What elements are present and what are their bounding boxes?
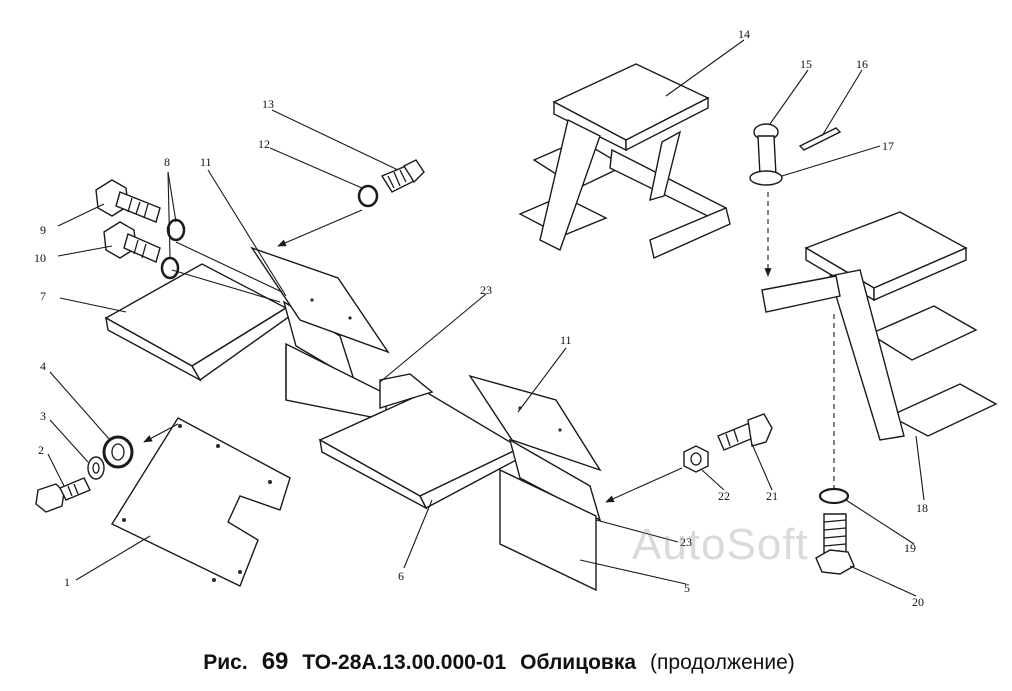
part-2-bolt: [35, 477, 91, 513]
callout-17: 17: [882, 139, 894, 153]
callout-12: 12: [258, 137, 270, 151]
callout-14: 14: [738, 27, 750, 41]
callout-3: 3: [40, 409, 46, 423]
caption-code: ТО-28А.13.00.000-01: [302, 651, 507, 674]
part-16-cotter-pin: [798, 127, 842, 151]
callout-10: 10: [34, 251, 46, 265]
part-13-stud: [380, 159, 425, 193]
part-11-bracket-right: [468, 374, 602, 472]
callout-23b: 23: [680, 535, 692, 549]
callout-labels: 1 2 3 4 5 6 7 8 9 10 11 11 12 13 14 15 1…: [34, 27, 928, 609]
callout-5: 5: [684, 581, 690, 595]
callout-19: 19: [904, 541, 916, 555]
caption-prefix: Рис.: [203, 651, 248, 674]
callout-21: 21: [766, 489, 778, 503]
part-14-step-ladder: [518, 63, 731, 259]
callout-13: 13: [262, 97, 274, 111]
part-21-bolt: [717, 413, 773, 451]
callout-7: 7: [40, 289, 46, 303]
part-15-pin: [753, 123, 779, 177]
part-10-bolt: [103, 221, 161, 263]
part-4-washer: [102, 435, 134, 469]
callout-15: 15: [800, 57, 812, 71]
callout-16: 16: [856, 57, 868, 71]
callout-11b: 11: [560, 333, 572, 347]
callout-6: 6: [398, 569, 404, 583]
part-3-lock-washer: [87, 456, 105, 480]
callout-23: 23: [480, 283, 492, 297]
callout-18: 18: [916, 501, 928, 515]
part-17-washer: [749, 170, 783, 186]
part-6-center-platform: [318, 373, 602, 522]
callout-4: 4: [40, 359, 46, 373]
part-5-vertical-plate: [499, 468, 597, 592]
callout-8: 8: [164, 155, 170, 169]
callout-9: 9: [40, 223, 46, 237]
leader-lines: [47, 39, 925, 597]
callout-11: 11: [200, 155, 212, 169]
exploded-parts-diagram: 1 2 3 4 5 6 7 8 9 10 11 11 12 13 14 15 1…: [34, 27, 998, 609]
callout-1: 1: [64, 575, 70, 589]
part-7-left-platform: [104, 263, 387, 421]
part-19-washer: [818, 487, 850, 505]
callout-22: 22: [718, 489, 730, 503]
part-12-washer: [357, 184, 379, 208]
figure-caption: Рис. 69 ТО-28А.13.00.000-01 Облицовка (продо…: [0, 648, 1012, 676]
assembly-arrows: [143, 192, 835, 503]
caption-note: (продолжение): [650, 651, 795, 674]
watermark: AutoSoft: [632, 520, 809, 569]
callout-20: 20: [912, 595, 924, 609]
part-11-bracket-left: [250, 246, 390, 354]
part-8-washers: [160, 218, 186, 280]
callout-2: 2: [38, 443, 44, 457]
part-22-nut: [683, 445, 709, 473]
caption-title: Облицовка: [520, 651, 637, 674]
part-20-bolt: [815, 513, 855, 575]
caption-number: 69: [261, 648, 289, 675]
part-18-step-ladder: [761, 211, 998, 441]
part-9-bolt: [95, 179, 161, 223]
part-1-cover-plate: [110, 417, 291, 587]
